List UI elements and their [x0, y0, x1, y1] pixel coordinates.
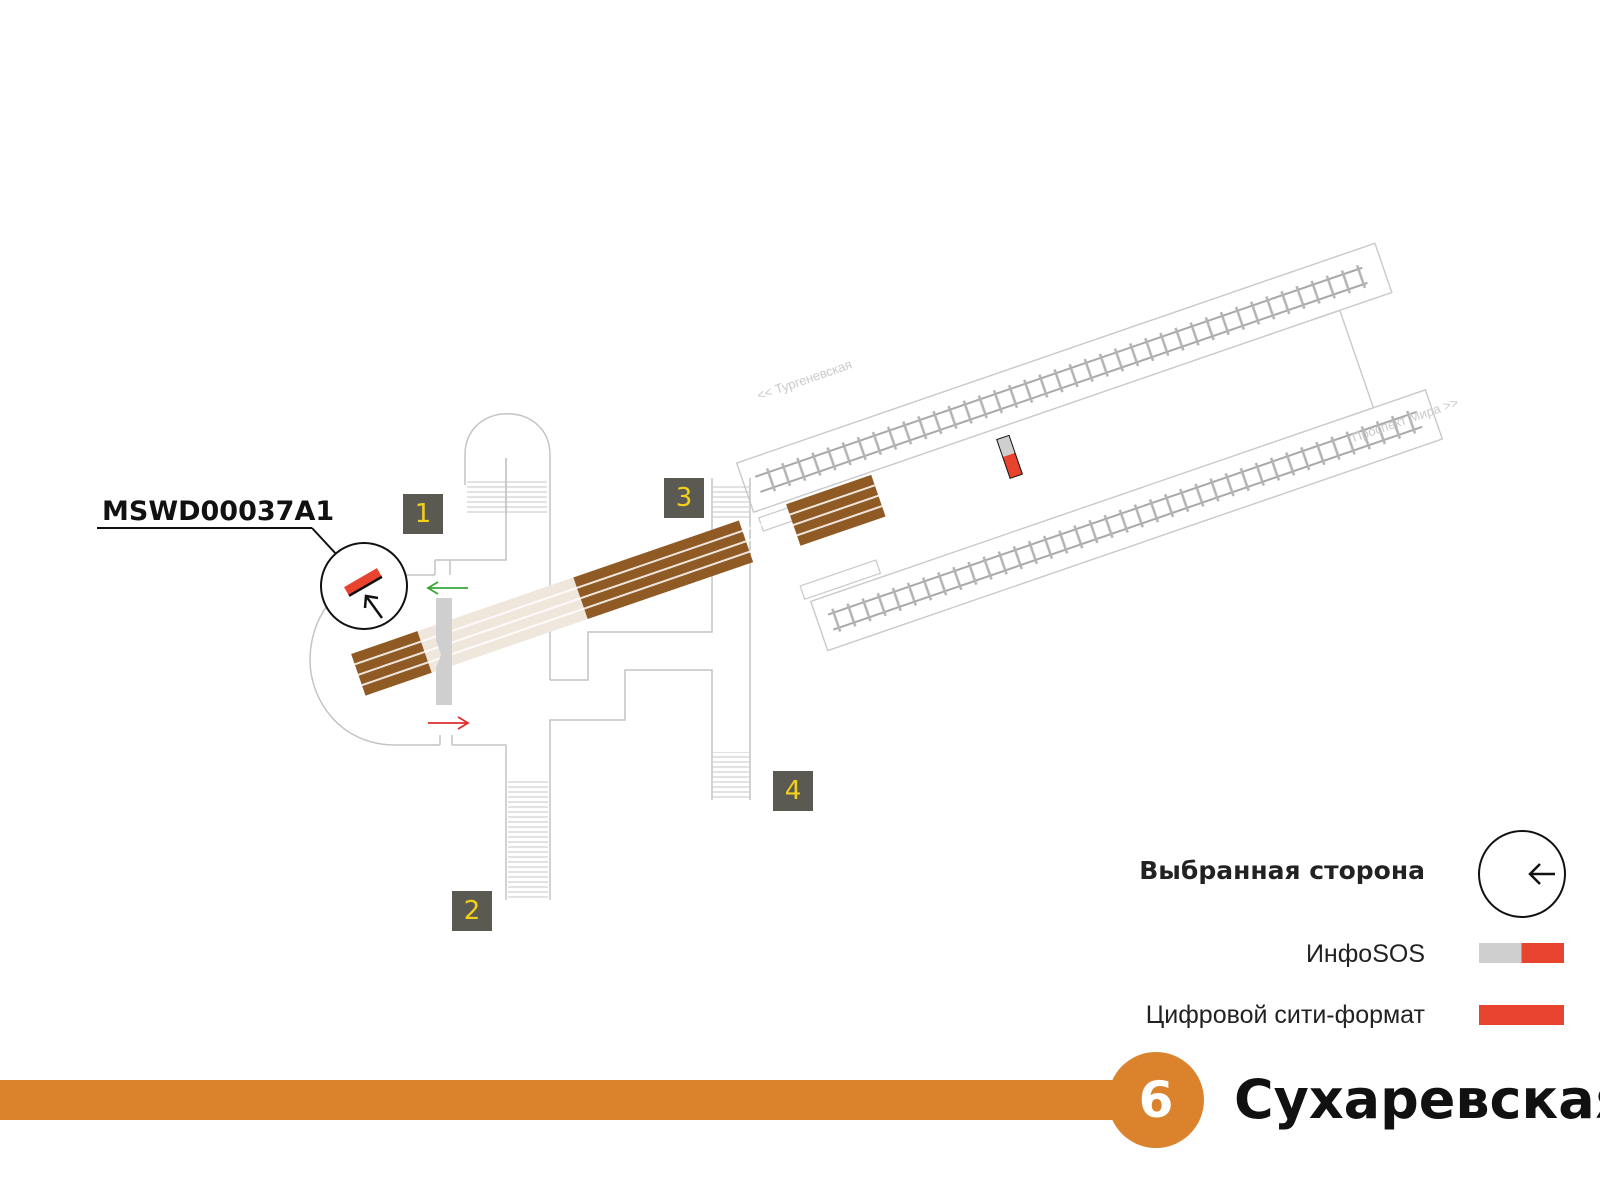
platform-hall	[735, 242, 1444, 652]
legend-digital-city-format-swatch	[1479, 1005, 1564, 1025]
line-number-circle	[1108, 1052, 1204, 1148]
exit1-hood	[464, 413, 551, 680]
exit-3-badge: 3	[664, 478, 704, 518]
lower-track-bed	[809, 388, 1444, 652]
exit-1-badge: 1	[403, 494, 443, 534]
line-bar	[0, 1080, 1130, 1120]
vestibule-mid-passage	[550, 478, 713, 681]
platform-slab-lower	[799, 559, 882, 601]
arrow-out-green	[426, 581, 468, 595]
far-end-connector	[1311, 309, 1375, 419]
selected-side-circle	[1478, 830, 1566, 918]
infosos-device-platform	[996, 434, 1024, 479]
transfer-tracks	[351, 474, 886, 696]
turnstile-block	[436, 598, 452, 705]
escalator-exit4	[713, 752, 749, 800]
legend-selected-side-label: Выбранная сторона	[1139, 856, 1425, 885]
legend-infosos-label: ИнфоSOS	[1305, 940, 1425, 968]
line-number: 6	[1138, 1071, 1174, 1129]
lower-rail-sleepers	[826, 407, 1424, 634]
callout-leader	[311, 527, 338, 556]
escalator-exit3	[713, 485, 749, 521]
selected-side-arrow-icon	[1528, 863, 1555, 885]
station-name: Сухаревская	[1234, 1068, 1600, 1131]
escalator-exit2	[508, 780, 548, 900]
arrow-in-red	[428, 716, 470, 730]
vestibule-top-wall	[434, 458, 507, 575]
upper-rail-sleepers	[753, 263, 1369, 496]
vestibule-bottom-wall	[439, 735, 507, 900]
device-callout	[97, 527, 408, 630]
legend-digital-city-format-label: Цифровой сити-формат	[1145, 1001, 1425, 1029]
view-direction-arrow-icon	[363, 594, 384, 619]
escalator-exit1	[467, 478, 547, 514]
exit-4-badge: 4	[773, 771, 813, 811]
exit-2-badge: 2	[452, 891, 492, 931]
device-id-label: MSWD00037A1	[102, 496, 335, 527]
vestibule-lower-passage	[549, 669, 713, 900]
digital-city-format-device	[344, 568, 383, 597]
legend-infosos-swatch	[1479, 943, 1564, 963]
